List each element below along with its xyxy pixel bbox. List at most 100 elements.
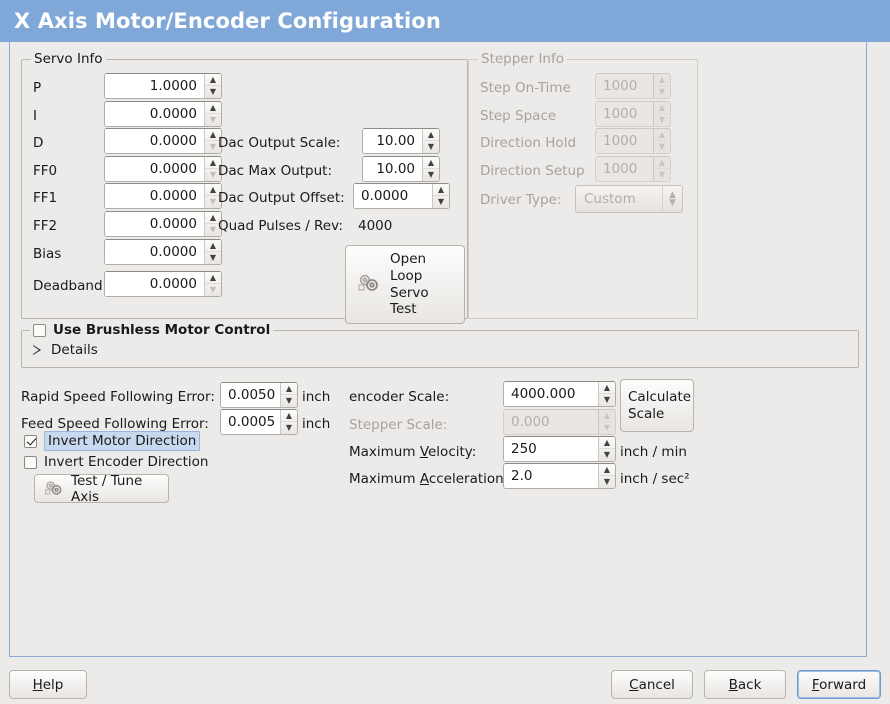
invert-encoder-direction-checkbox[interactable] — [24, 455, 37, 469]
use-brushless-motor-control-label: Use Brushless Motor Control — [53, 322, 271, 338]
servo-spin-ff0[interactable]: 0.0000 ▲ ▼ — [104, 156, 222, 182]
spin-up-icon[interactable]: ▲ — [205, 212, 221, 224]
spin-up-icon[interactable]: ▲ — [599, 437, 615, 449]
servo-spin-p-buttons[interactable]: ▲ ▼ — [204, 74, 221, 98]
spin-up-icon[interactable]: ▲ — [205, 74, 221, 86]
driver-type-value: Custom — [584, 191, 636, 207]
spin-up-icon[interactable]: ▲ — [599, 464, 615, 476]
test-tune-axis-button[interactable]: Test / Tune Axis — [34, 473, 169, 505]
servo-spin-p-value[interactable]: 1.0000 — [105, 74, 204, 98]
servo-spin-bias[interactable]: 0.0000 ▲ ▼ — [104, 239, 222, 265]
servo-spin-deadband-buttons[interactable]: ▲ ▼ — [204, 272, 221, 296]
servo-spin-ff2[interactable]: 0.0000 ▲ ▼ — [104, 211, 222, 237]
spin-up-icon[interactable]: ▲ — [205, 129, 221, 141]
invert-encoder-direction-row[interactable]: Invert Encoder Direction — [24, 454, 208, 470]
spin-down-icon[interactable]: ▼ — [285, 396, 293, 405]
spin-up-icon[interactable]: ▲ — [599, 382, 615, 394]
maximum-acceleration-spin[interactable]: 2.0 ▲ ▼ — [503, 463, 616, 489]
servo-spin-bias-buttons[interactable]: ▲ ▼ — [204, 240, 221, 264]
encoder-scale-buttons[interactable]: ▲ ▼ — [598, 382, 615, 406]
details-expander[interactable]: Details — [32, 342, 98, 358]
servo-spin-i[interactable]: 0.0000 ▲ ▼ — [104, 101, 222, 127]
spin-down-icon[interactable]: ▼ — [603, 395, 611, 404]
page-title: X Axis Motor/Encoder Configuration — [14, 9, 441, 33]
servo-spin-d[interactable]: 0.0000 ▲ ▼ — [104, 128, 222, 154]
invert-motor-direction-checkbox[interactable] — [24, 434, 37, 448]
servo-label-bias: Bias — [33, 246, 62, 262]
spin-up-icon[interactable]: ▲ — [205, 240, 221, 252]
open-loop-servo-test-button[interactable]: Open Loop Servo Test — [345, 245, 465, 324]
servo-spin-ff2-value[interactable]: 0.0000 — [105, 212, 204, 236]
servo-spin-deadband-value[interactable]: 0.0000 — [105, 272, 204, 296]
spin-up-icon[interactable]: ▲ — [423, 129, 439, 141]
maximum-velocity-buttons[interactable]: ▲ ▼ — [598, 437, 615, 461]
calculate-scale-label: Calculate Scale — [628, 389, 691, 423]
rapid-spin-buttons[interactable]: ▲ ▼ — [280, 383, 297, 407]
rapid-speed-unit: inch — [302, 389, 331, 405]
servo-spin-ff0-value[interactable]: 0.0000 — [105, 157, 204, 181]
maximum-acceleration-value[interactable]: 2.0 — [504, 464, 598, 488]
maximum-acceleration-buttons[interactable]: ▲ ▼ — [598, 464, 615, 488]
calculate-scale-button[interactable]: Calculate Scale — [620, 379, 694, 432]
spin-up-icon[interactable]: ▲ — [205, 157, 221, 169]
use-brushless-motor-control-checkbox[interactable] — [33, 323, 46, 337]
servo-spin-i-value[interactable]: 0.0000 — [105, 102, 204, 126]
open-loop-servo-test-label: Open Loop Servo Test — [390, 251, 429, 319]
dac-output-offset-buttons[interactable]: ▲ ▼ — [432, 184, 449, 208]
maximum-velocity-spin[interactable]: 250 ▲ ▼ — [503, 436, 616, 462]
dac-max-output-label: Dac Max Output: — [218, 163, 333, 179]
spin-up-icon[interactable]: ▲ — [205, 272, 221, 284]
spin-down-icon[interactable]: ▼ — [209, 253, 217, 262]
servo-spin-ff2-buttons[interactable]: ▲ ▼ — [204, 212, 221, 236]
spin-down-icon[interactable]: ▼ — [285, 423, 293, 432]
dac-output-offset-value[interactable]: 0.0000 — [354, 184, 432, 208]
servo-spin-ff1[interactable]: 0.0000 ▲ ▼ — [104, 183, 222, 209]
servo-spin-bias-value[interactable]: 0.0000 — [105, 240, 204, 264]
step-space-label: Step Space — [480, 108, 557, 124]
rapid-speed-following-error-value[interactable]: 0.0050 — [221, 383, 280, 407]
spin-down-icon[interactable]: ▼ — [427, 142, 435, 151]
feed-speed-following-error-spin[interactable]: 0.0005 ▲ ▼ — [220, 409, 298, 435]
dac-max-output-value[interactable]: 10.00 — [363, 157, 422, 181]
spin-up-icon[interactable]: ▲ — [281, 383, 297, 395]
stepper-scale-label: Stepper Scale: — [349, 417, 448, 433]
help-button[interactable]: Help — [9, 670, 87, 699]
servo-spin-d-buttons[interactable]: ▲ ▼ — [204, 129, 221, 153]
servo-spin-ff1-buttons[interactable]: ▲ ▼ — [204, 184, 221, 208]
spin-down-icon[interactable]: ▼ — [603, 477, 611, 486]
spin-down-icon[interactable]: ▼ — [209, 87, 217, 96]
cancel-button[interactable]: Cancel — [611, 670, 693, 699]
forward-button[interactable]: Forward — [797, 670, 881, 699]
spin-up-icon[interactable]: ▲ — [433, 184, 449, 196]
servo-spin-deadband[interactable]: 0.0000 ▲ ▼ — [104, 271, 222, 297]
servo-spin-ff1-value[interactable]: 0.0000 — [105, 184, 204, 208]
dac-max-output-buttons[interactable]: ▲ ▼ — [422, 157, 439, 181]
dac-max-output-spin[interactable]: 10.00 ▲ ▼ — [362, 156, 440, 182]
spin-up-icon[interactable]: ▲ — [281, 410, 297, 422]
servo-spin-p[interactable]: 1.0000 ▲ ▼ — [104, 73, 222, 99]
chevron-right-icon[interactable] — [32, 344, 43, 356]
open-loop-line-4: Test — [390, 301, 417, 318]
spin-up-icon[interactable]: ▲ — [423, 157, 439, 169]
back-button[interactable]: Back — [704, 670, 786, 699]
servo-spin-ff0-buttons[interactable]: ▲ ▼ — [204, 157, 221, 181]
spin-down-icon[interactable]: ▼ — [437, 197, 445, 206]
encoder-scale-value[interactable]: 4000.000 — [504, 382, 598, 406]
dac-output-scale-buttons[interactable]: ▲ ▼ — [422, 129, 439, 153]
maximum-velocity-value[interactable]: 250 — [504, 437, 598, 461]
servo-spin-i-buttons[interactable]: ▲ ▼ — [204, 102, 221, 126]
rapid-speed-following-error-spin[interactable]: 0.0050 ▲ ▼ — [220, 382, 298, 408]
spin-up-icon[interactable]: ▲ — [205, 102, 221, 114]
invert-motor-direction-row[interactable]: Invert Motor Direction — [24, 431, 201, 451]
feed-spin-buttons[interactable]: ▲ ▼ — [280, 410, 297, 434]
driver-type-combo: Custom ▲▼ — [575, 185, 683, 213]
spin-up-icon[interactable]: ▲ — [205, 184, 221, 196]
feed-speed-following-error-value[interactable]: 0.0005 — [221, 410, 280, 434]
encoder-scale-spin[interactable]: 4000.000 ▲ ▼ — [503, 381, 616, 407]
dac-output-scale-spin[interactable]: 10.00 ▲ ▼ — [362, 128, 440, 154]
servo-spin-d-value[interactable]: 0.0000 — [105, 129, 204, 153]
spin-down-icon[interactable]: ▼ — [603, 450, 611, 459]
dac-output-offset-spin[interactable]: 0.0000 ▲ ▼ — [353, 183, 450, 209]
spin-down-icon[interactable]: ▼ — [427, 170, 435, 179]
dac-output-scale-value[interactable]: 10.00 — [363, 129, 422, 153]
